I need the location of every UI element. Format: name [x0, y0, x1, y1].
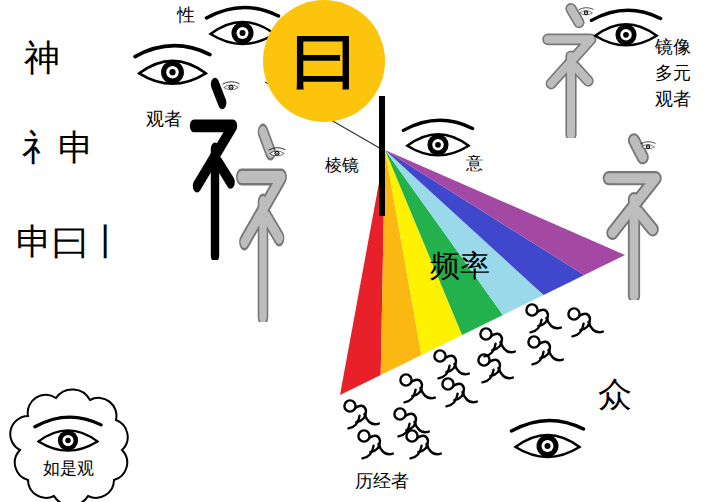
- spectrum-fan: 频率: [338, 148, 628, 398]
- glyph-label: 申曰丨: [16, 220, 124, 263]
- glyph-label: 神: [24, 36, 60, 79]
- text-label: 镜像 多元 观者: [655, 34, 697, 112]
- node-text: 曰: [293, 26, 355, 94]
- glyph-label: 礻申: [22, 126, 94, 169]
- text-label: 棱镜: [325, 155, 359, 175]
- text-label: 历经者: [355, 470, 409, 492]
- node-text: 如是观: [43, 459, 94, 478]
- text-label: 众: [598, 374, 632, 415]
- cloud-shape: [8, 386, 128, 498]
- text-label: 观者: [146, 108, 182, 130]
- sun-circle: 曰: [262, 0, 386, 122]
- thought-cloud: 如是观: [8, 386, 128, 498]
- text-label: 性: [177, 4, 195, 26]
- node-text: 频率: [430, 249, 490, 282]
- text-label: 意: [466, 153, 483, 173]
